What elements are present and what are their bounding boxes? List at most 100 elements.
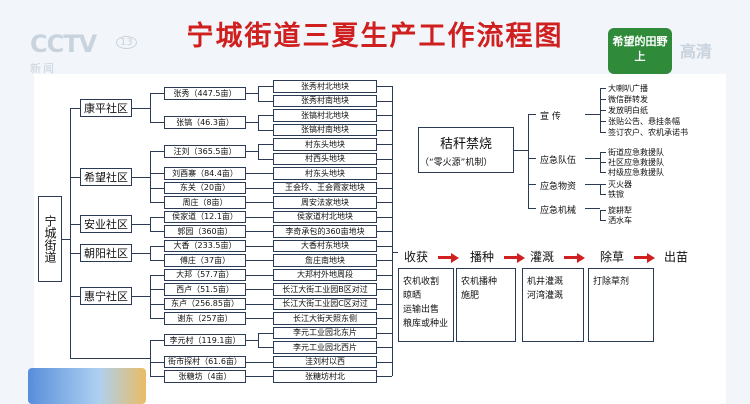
connector-line — [258, 347, 273, 348]
connector-line — [246, 245, 258, 247]
plot-node: 张镐村南地块 — [273, 123, 377, 136]
connector-line — [377, 260, 392, 261]
connector-line — [258, 318, 273, 319]
stage-label: 灌溉 — [530, 250, 555, 264]
connector-line — [246, 173, 258, 174]
connector-line — [258, 289, 273, 290]
straw-branch-item: 旋耕犁 — [608, 206, 632, 215]
connector-line — [528, 184, 536, 185]
connector-line — [377, 100, 392, 102]
straw-branch-item: 大喇叭广播 — [608, 84, 648, 93]
connector-line — [246, 202, 258, 203]
stage-task: 机井灌溉 — [527, 277, 564, 287]
straw-branch-item: 签订农户、农机承诺书 — [608, 128, 688, 137]
connector-line — [258, 231, 273, 232]
farm-node: 张秀（447.5亩） — [164, 87, 246, 100]
connector-line — [150, 289, 164, 290]
straw-branch-item: 街道应急救援队 — [608, 148, 664, 157]
connector-line — [132, 296, 150, 298]
connector-line — [150, 339, 151, 377]
straw-branch-item: 社区应急救援队 — [608, 158, 664, 167]
channel-logo: CCTV 13 新闻 — [30, 30, 137, 82]
connector-line — [150, 245, 164, 247]
connector-line — [246, 93, 258, 95]
connector-line — [150, 202, 164, 203]
straw-ban-subtitle: （“零火源”机制） — [420, 158, 493, 168]
connector-line — [528, 114, 536, 115]
hd-mark: 高清 — [680, 42, 713, 61]
connector-line — [258, 376, 273, 377]
connector-line — [150, 376, 164, 377]
connector-line — [246, 376, 258, 377]
connector-line — [70, 357, 150, 359]
channel-sub: 新闻 — [30, 62, 56, 75]
plot-node: 李元工业园北东片 — [273, 326, 377, 339]
stage-label: 除草 — [600, 250, 625, 264]
farm-node: 李元村（119.1亩） — [164, 333, 246, 347]
connector-line — [377, 86, 392, 87]
straw-branch-label: 应急机械 — [540, 206, 577, 216]
stage-task: 粮库或种业 — [403, 319, 449, 329]
stage-arrow — [504, 256, 518, 259]
connector-line — [377, 332, 392, 334]
community-node: 希望社区 — [80, 167, 132, 186]
connector-line — [377, 274, 392, 276]
diagram-panel — [34, 74, 726, 404]
connector-line — [258, 332, 273, 334]
connector-line — [150, 339, 164, 341]
connector-line — [150, 274, 164, 276]
connector-line — [600, 172, 606, 173]
connector-line — [258, 216, 273, 218]
stage-task-box: 农机播种施肥 — [456, 268, 516, 342]
connector-line — [150, 151, 164, 153]
connector-line — [600, 210, 606, 211]
connector-line — [600, 162, 606, 163]
connector-line — [600, 152, 606, 153]
farm-node: 东卢（256.85亩） — [164, 297, 246, 310]
plot-node: 张镐村北地块 — [273, 109, 377, 122]
plot-node: 侯家道村北地块 — [273, 210, 377, 223]
farm-node: 周庄（8亩） — [164, 196, 246, 209]
connector-line — [528, 158, 536, 159]
connector-line — [132, 223, 150, 225]
connector-line — [150, 318, 164, 319]
connector-line — [585, 114, 600, 115]
connector-line — [377, 115, 392, 116]
stage-task: 晾晒 — [403, 291, 422, 301]
straw-branch-item: 洒水车 — [608, 216, 632, 225]
straw-branch-label: 宣 传 — [540, 112, 561, 122]
connector-line — [258, 332, 259, 348]
connector-line — [600, 184, 606, 185]
connector-line — [246, 260, 258, 261]
straw-branch-label: 应急队伍 — [540, 156, 577, 166]
connector-line — [246, 151, 258, 153]
connector-line — [150, 303, 164, 305]
connector-line — [150, 151, 151, 203]
stage-label: 出苗 — [664, 250, 689, 264]
plot-node: 詹庄南地块 — [273, 254, 377, 267]
connector-line — [246, 289, 258, 290]
straw-branch-label: 应急物资 — [540, 182, 577, 192]
connector-line — [246, 318, 258, 319]
connector-line — [150, 245, 151, 261]
connector-line — [392, 86, 393, 376]
connector-line — [258, 86, 259, 102]
connector-line — [246, 231, 258, 232]
connector-line — [150, 93, 164, 95]
connector-line — [246, 187, 258, 189]
farm-node: 张镐（46.3亩） — [164, 116, 246, 129]
connector-line — [150, 93, 151, 124]
connector-line — [70, 252, 80, 254]
plot-node: 大香村东地块 — [273, 239, 377, 252]
connector-line — [246, 216, 258, 218]
connector-line — [600, 220, 606, 221]
connector-line — [377, 376, 392, 377]
plot-node: 长江大街工业园B区对过 — [273, 283, 377, 296]
connector-line — [150, 216, 151, 232]
straw-branch-item: 村级应急救援队 — [608, 168, 664, 177]
plot-node: 大邦村外地周段 — [273, 268, 377, 281]
community-node: 朝阳社区 — [80, 243, 132, 262]
connector-line — [258, 303, 273, 305]
connector-line — [258, 361, 273, 363]
connector-line — [377, 202, 392, 203]
